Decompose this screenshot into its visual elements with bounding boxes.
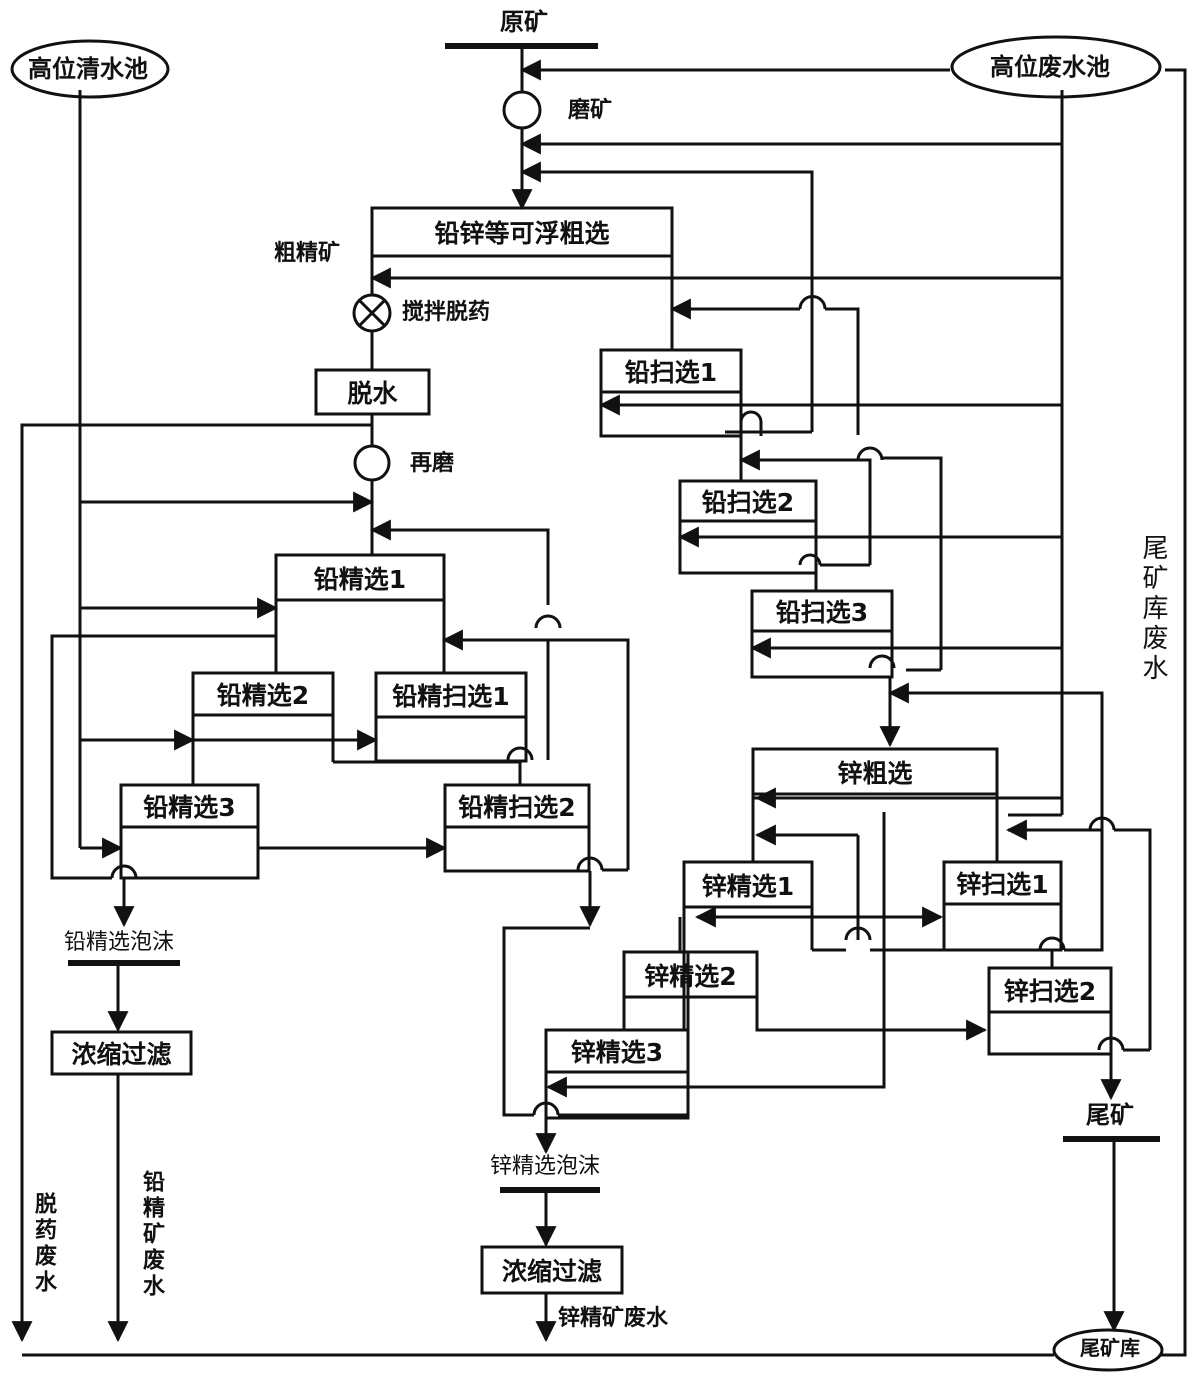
- pb-thicken-box: [50, 1030, 193, 1076]
- pb-scav3-box: [750, 589, 894, 679]
- tailings-water-label: 尾矿库废水: [1138, 534, 1168, 684]
- regrind-mill-symbol: [353, 444, 391, 482]
- zn-clean3-title: 锌精选3: [570, 1038, 664, 1067]
- tailings-water-return-line: [1160, 68, 1187, 1357]
- pb-clean-scav2-title: 铅精扫选2: [458, 793, 576, 822]
- high-waste-pool-label: 高位废水池: [990, 53, 1110, 81]
- raw-ore-label: 原矿: [500, 8, 548, 36]
- zn-conc-water-label: 锌精矿废水: [558, 1306, 669, 1331]
- pb-scav2-title: 铅扫选2: [701, 488, 795, 517]
- pb-scav2-box: [678, 479, 818, 575]
- zn-clean2-box: [622, 950, 759, 999]
- zn-clean1-title: 锌精选1: [701, 871, 795, 901]
- pb-clean3-title: 铅精选3: [143, 793, 236, 822]
- grinding-label: 磨矿: [568, 98, 613, 123]
- depress-waste-water-line: [11, 423, 372, 1343]
- zn-thicken-title: 浓缩过滤: [501, 1257, 602, 1286]
- pb-clean2-box: [191, 671, 335, 717]
- zn-froth-label: 锌精选泡沫: [490, 1154, 601, 1179]
- stir-depress-label: 搅拌脱药: [402, 300, 491, 325]
- regrind-label: 再磨: [410, 451, 455, 476]
- pb-clean1-box: [274, 553, 446, 602]
- tailings-label: 尾矿: [1086, 1101, 1134, 1129]
- pb-scav1-conc-return: [519, 161, 814, 432]
- high-clear-pool-label: 高位清水池: [28, 55, 148, 83]
- pb-conc-water-label: 铅精矿废水: [139, 1170, 164, 1300]
- zn-thicken-box: [480, 1245, 624, 1295]
- zn-clean3-box: [544, 1028, 690, 1120]
- tailings-dam-ellipse: [1052, 1328, 1164, 1372]
- rough-concentrate-label: 粗精矿: [274, 241, 341, 266]
- zn-clean2-title: 锌精选2: [644, 961, 737, 991]
- pb-clean1-title: 铅精选1: [313, 564, 407, 594]
- zn-scav1-title: 锌扫选1: [956, 870, 1049, 899]
- pbzn-rough-title: 铅锌等可浮粗选: [434, 219, 610, 248]
- dewater-title: 脱水: [347, 379, 398, 408]
- pb-froth-label: 铅精选泡沫: [64, 930, 175, 955]
- tailings-dam-label: 尾矿库: [1080, 1336, 1140, 1360]
- pb-thicken-title: 浓缩过滤: [71, 1040, 172, 1069]
- grinding-mill-symbol: [502, 90, 542, 130]
- high-waste-pool-ellipse: [950, 35, 1162, 99]
- high-clear-pool-ellipse: [10, 39, 170, 99]
- depress-water-label: 脱药废水: [31, 1192, 56, 1296]
- pb-scav1-title: 铅扫选1: [624, 358, 718, 387]
- pb-clean2-title: 铅精选2: [216, 681, 310, 710]
- zn-rough-box: [751, 747, 999, 796]
- zn-scav2-title: 锌扫选2: [1003, 977, 1097, 1006]
- pb-clean-scav1-title: 铅精扫选1: [392, 682, 510, 711]
- pb-scav3-title: 铅扫选3: [775, 598, 869, 627]
- zn-rough-title: 锌粗选: [837, 758, 913, 788]
